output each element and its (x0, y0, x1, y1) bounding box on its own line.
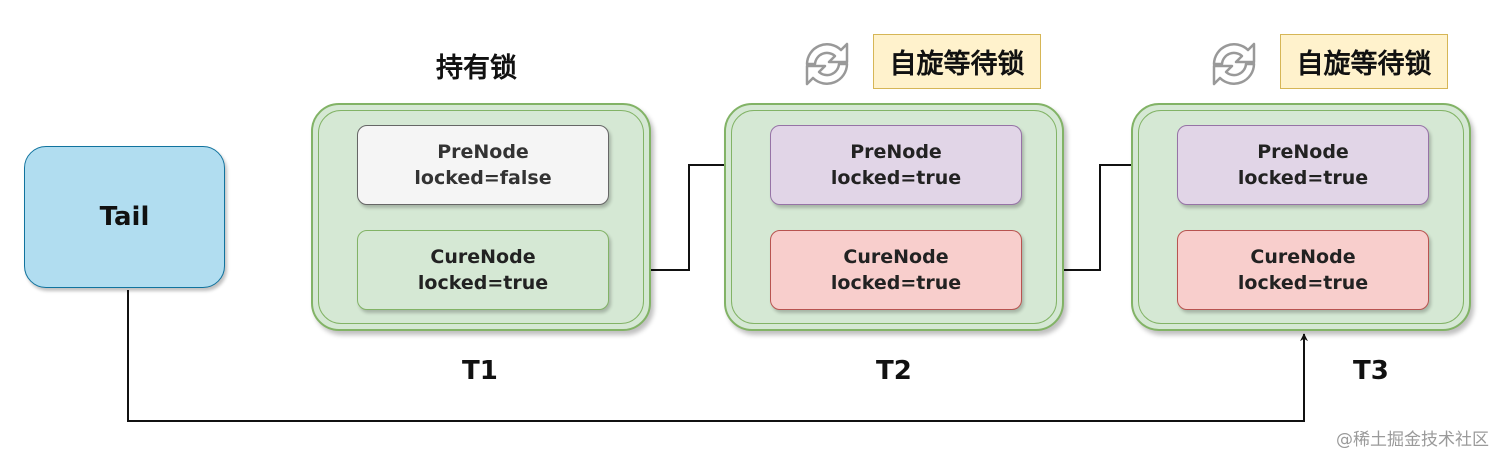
tail-node: Tail (24, 146, 225, 288)
t3-pre-locked: locked=true (1237, 167, 1369, 189)
refresh-icon (805, 42, 849, 86)
t1-pre-name: PreNode (437, 141, 529, 163)
t1-cur-name: CureNode (430, 246, 536, 268)
tail-label: Tail (99, 202, 150, 232)
refresh-icon (1212, 42, 1256, 86)
t1-label: T1 (462, 356, 498, 386)
t2-pre-locked: locked=true (830, 167, 962, 189)
t3-cur-locked: locked=true (1237, 272, 1369, 294)
t3-label: T3 (1353, 356, 1389, 386)
tail-to-t3-connector (127, 290, 1308, 422)
t3-pre-node: PreNode locked=true (1177, 125, 1429, 205)
t1-cur-node: CureNode locked=true (357, 230, 609, 310)
t2-status-badge: 自旋等待锁 (873, 34, 1041, 89)
t1-cur-locked: locked=true (417, 272, 549, 294)
t2-status-text: 自旋等待锁 (889, 49, 1025, 80)
t2-cur-locked: locked=true (830, 272, 962, 294)
watermark: @稀土掘金技术社区 (1336, 430, 1489, 450)
t3-pre-name: PreNode (1257, 141, 1349, 163)
t2-pre-node: PreNode locked=true (770, 125, 1022, 205)
t1-pre-locked: locked=false (414, 167, 552, 189)
t3-status-text: 自旋等待锁 (1296, 49, 1432, 80)
t3-status-badge: 自旋等待锁 (1280, 34, 1448, 89)
t3-cur-node: CureNode locked=true (1177, 230, 1429, 310)
t1-status-title: 持有锁 (436, 53, 517, 84)
t2-cur-node: CureNode locked=true (770, 230, 1022, 310)
t2-cur-name: CureNode (843, 246, 949, 268)
t1-pre-node: PreNode locked=false (357, 125, 609, 205)
t3-cur-name: CureNode (1250, 246, 1356, 268)
t2-pre-name: PreNode (850, 141, 942, 163)
t2-label: T2 (876, 356, 912, 386)
